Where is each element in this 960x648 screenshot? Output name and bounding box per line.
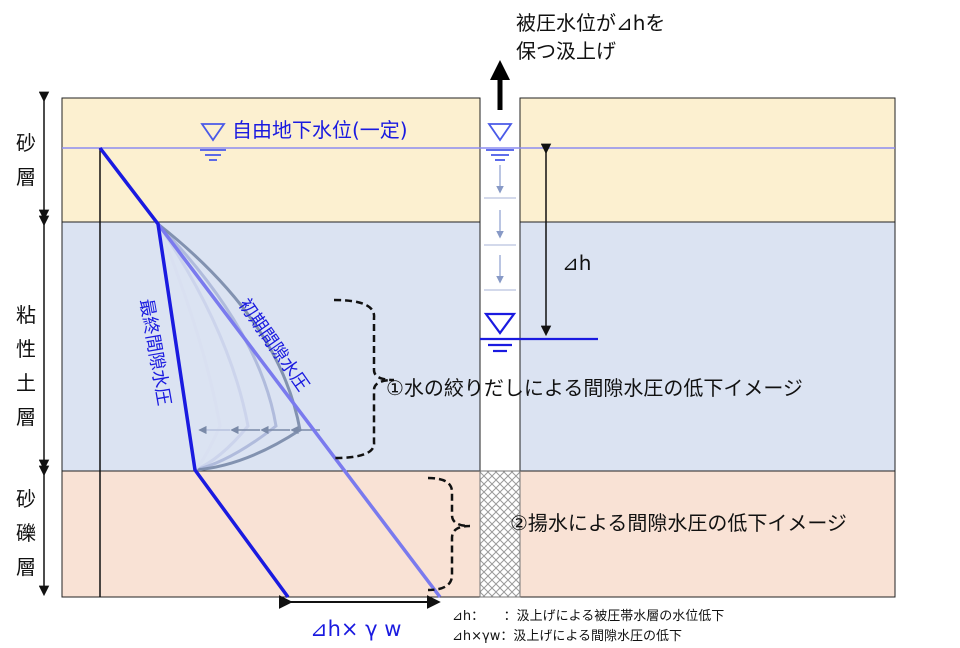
layer-label-clay-3: 土 bbox=[16, 371, 36, 395]
legend-line-2: ⊿h×γw：汲上げによる間隙水圧の低下 bbox=[452, 629, 682, 644]
layer-label-clay-1: 粘 bbox=[16, 303, 36, 327]
layer-boundaries bbox=[61, 97, 896, 598]
annotation-2-text: ②揚水による間隙水圧の低下イメージ bbox=[510, 511, 847, 535]
layer-sand-right bbox=[520, 98, 895, 222]
layer-label-clay-4: 層 bbox=[16, 405, 36, 429]
layer-label-gravel-1: 砂 bbox=[16, 487, 36, 511]
well-water-symbol-top bbox=[486, 123, 514, 161]
bottom-dimension-label: ⊿h× γ w bbox=[310, 617, 401, 641]
layer-label-sand-2: 層 bbox=[16, 165, 36, 189]
pumping-arrow-icon bbox=[490, 60, 510, 110]
water-level-symbol bbox=[200, 123, 226, 161]
delta-h-label: ⊿h bbox=[562, 251, 591, 275]
layer-gravel bbox=[62, 471, 480, 597]
well-flow-arrows bbox=[484, 165, 516, 291]
brace-annotation-2 bbox=[427, 476, 471, 592]
well-water-symbol-lowered bbox=[480, 312, 598, 353]
layer-label-gravel-3: 層 bbox=[16, 555, 36, 579]
initial-pressure-line bbox=[156, 222, 442, 599]
layer-sand bbox=[62, 98, 480, 222]
final-pressure-line bbox=[98, 146, 290, 599]
layer-gravel-right bbox=[520, 471, 895, 597]
brace-annotation-1 bbox=[333, 298, 395, 460]
layer-label-gravel-2: 礫 bbox=[16, 521, 36, 545]
top-caption-line2: 保つ汲上げ bbox=[516, 39, 616, 63]
well-screen bbox=[479, 470, 521, 598]
water-table-label: 自由地下水位(一定) bbox=[232, 118, 408, 142]
top-caption-line1: 被圧水位が⊿hを bbox=[516, 11, 665, 35]
layer-clay-right bbox=[520, 222, 895, 471]
annotation-1-text: ①水の絞りだしによる間隙水圧の低下イメージ bbox=[386, 376, 803, 400]
layer-label-sand-1: 砂 bbox=[16, 131, 36, 155]
legend-line-1: ⊿h： ：汲上げによる被圧帯水層の水位低下 bbox=[452, 609, 724, 624]
layer-label-clay-2: 性 bbox=[16, 337, 36, 361]
